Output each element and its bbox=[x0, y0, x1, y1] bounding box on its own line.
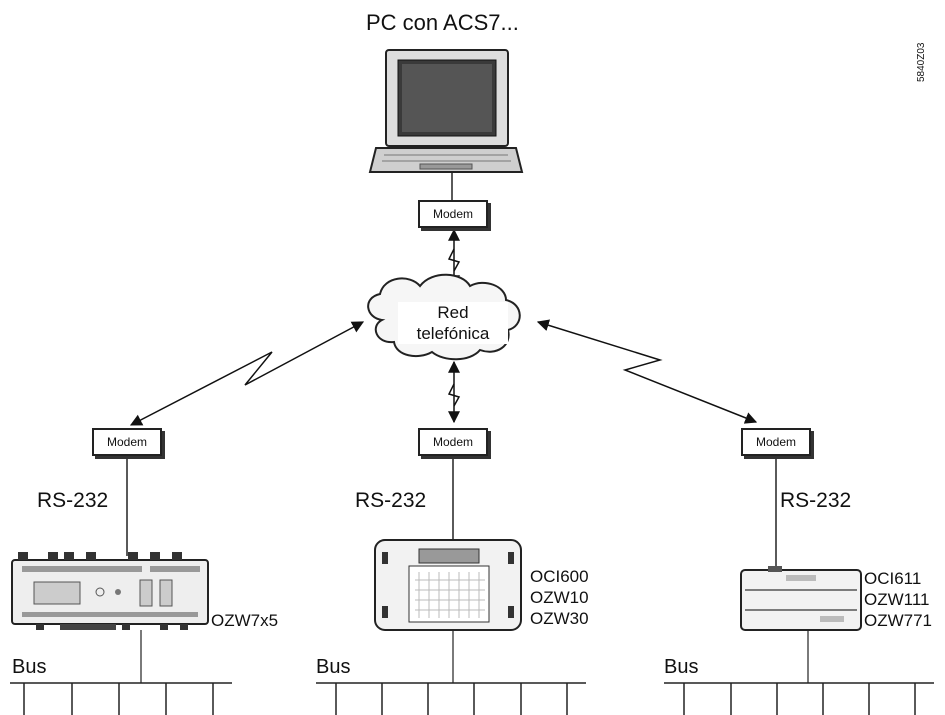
cloud-label-line-1: Red bbox=[437, 303, 469, 322]
right-bus bbox=[664, 682, 934, 715]
bus-label-middle: Bus bbox=[316, 656, 351, 678]
laptop-icon bbox=[368, 49, 524, 173]
device-right-model-2: OZW111 bbox=[864, 590, 930, 609]
middle-phone-link bbox=[447, 360, 461, 424]
modem-top-label: Modem bbox=[432, 207, 473, 221]
reference-code: 5840Z03 bbox=[916, 42, 927, 82]
left-phone-link bbox=[129, 321, 365, 426]
rs232-label-right: RS-232 bbox=[780, 489, 852, 512]
modem-right-label: Modem bbox=[755, 435, 796, 449]
device-right-model-1: OCI611 bbox=[864, 569, 922, 588]
device-right-model-3: OZW771 bbox=[864, 611, 933, 630]
device-middle-model-3: OZW30 bbox=[530, 609, 589, 628]
modem-middle-label: Modem bbox=[432, 435, 473, 449]
rs232-label-left: RS-232 bbox=[37, 489, 109, 512]
device-oci600-icon bbox=[374, 539, 522, 631]
cloud-label: Red telefónica bbox=[398, 302, 508, 344]
device-label-right: OCI611 OZW111 OZW771 bbox=[864, 568, 932, 631]
device-middle-model-1: OCI600 bbox=[530, 567, 589, 586]
modem-right: Modem bbox=[741, 428, 811, 456]
bus-label-left: Bus bbox=[12, 656, 47, 678]
modem-left-label: Modem bbox=[106, 435, 147, 449]
modem-middle: Modem bbox=[418, 428, 488, 456]
left-bus bbox=[10, 682, 232, 715]
device-label-middle: OCI600 OZW10 OZW30 bbox=[530, 566, 589, 629]
bus-label-right: Bus bbox=[664, 656, 699, 678]
rs232-label-middle: RS-232 bbox=[355, 489, 427, 512]
modem-top: Modem bbox=[418, 200, 488, 228]
device-oci611-icon bbox=[740, 566, 862, 631]
device-middle-model-2: OZW10 bbox=[530, 588, 589, 607]
device-label-left: OZW7x5 bbox=[211, 610, 278, 631]
middle-bus bbox=[316, 682, 586, 715]
cloud-label-line-2: telefónica bbox=[416, 324, 490, 343]
modem-left: Modem bbox=[92, 428, 162, 456]
device-left-model-1: OZW7x5 bbox=[211, 611, 279, 630]
device-ozw7x5-icon bbox=[11, 552, 209, 630]
right-phone-link bbox=[536, 319, 758, 424]
diagram-title: PC con ACS7... bbox=[366, 10, 519, 35]
